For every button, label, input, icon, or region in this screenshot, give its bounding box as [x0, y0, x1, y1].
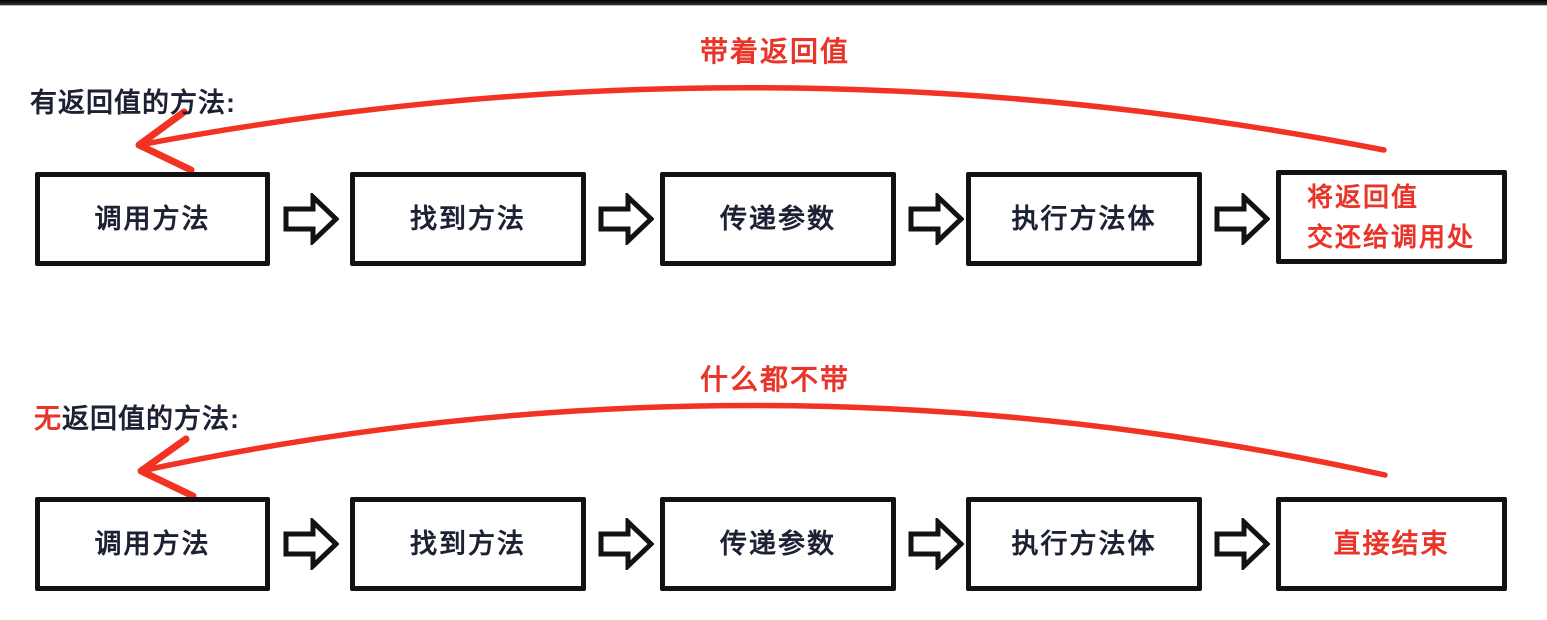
flow-arrow-icon — [598, 518, 654, 570]
box-execute-body: 执行方法体 — [966, 172, 1202, 266]
red-return-curve — [135, 85, 1387, 174]
box-return-to-caller: 将返回值 交还给调用处 — [1276, 170, 1507, 264]
box-label: 执行方法体 — [1011, 528, 1157, 559]
box-pass-params: 传递参数 — [660, 172, 896, 266]
box-label: 调用方法 — [94, 203, 211, 234]
box-label: 执行方法体 — [1011, 203, 1157, 234]
box-label: 传递参数 — [720, 528, 836, 559]
red-curve-arrowhead — [137, 435, 197, 500]
box-find-method: 找到方法 — [350, 497, 586, 591]
flow-arrow-icon — [283, 518, 339, 570]
box-pass-params: 传递参数 — [660, 497, 896, 591]
box-direct-end: 直接结束 — [1276, 497, 1507, 591]
box-label: 传递参数 — [720, 203, 836, 234]
section-label-text: 返回值的方法: — [62, 404, 240, 434]
flow-arrow-icon — [908, 518, 964, 570]
flow-arrow-icon — [908, 193, 964, 245]
box-label-line1: 将返回值 — [1307, 181, 1420, 212]
box-find-method: 找到方法 — [350, 172, 586, 266]
red-curve-arrowhead — [135, 108, 195, 174]
section-label-with-return: 有返回值的方法: — [30, 81, 236, 120]
flow-arrow-icon — [1214, 193, 1270, 245]
box-execute-body: 执行方法体 — [966, 497, 1202, 591]
box-label: 找到方法 — [410, 528, 526, 559]
flow-arrow-icon — [283, 193, 339, 245]
box-label: 找到方法 — [410, 203, 526, 234]
box-label-line2: 交还给调用处 — [1307, 222, 1476, 252]
section-label-void: 无返回值的方法: — [34, 397, 240, 436]
curve-annotation-with-return: 带着返回值 — [699, 36, 850, 67]
red-void-curve — [137, 402, 1388, 500]
box-label: 调用方法 — [94, 528, 211, 559]
section-label-red-prefix: 无 — [34, 404, 62, 434]
flow-arrow-icon — [598, 193, 654, 245]
flow-arrow-icon — [1214, 518, 1270, 570]
box-call-method: 调用方法 — [35, 497, 270, 591]
box-call-method: 调用方法 — [35, 172, 270, 266]
section-label-text: 有返回值的方法: — [30, 88, 236, 118]
top-border-bar — [0, 0, 1547, 6]
box-label: 直接结束 — [1333, 528, 1450, 559]
curve-annotation-void: 什么都不带 — [699, 364, 850, 395]
